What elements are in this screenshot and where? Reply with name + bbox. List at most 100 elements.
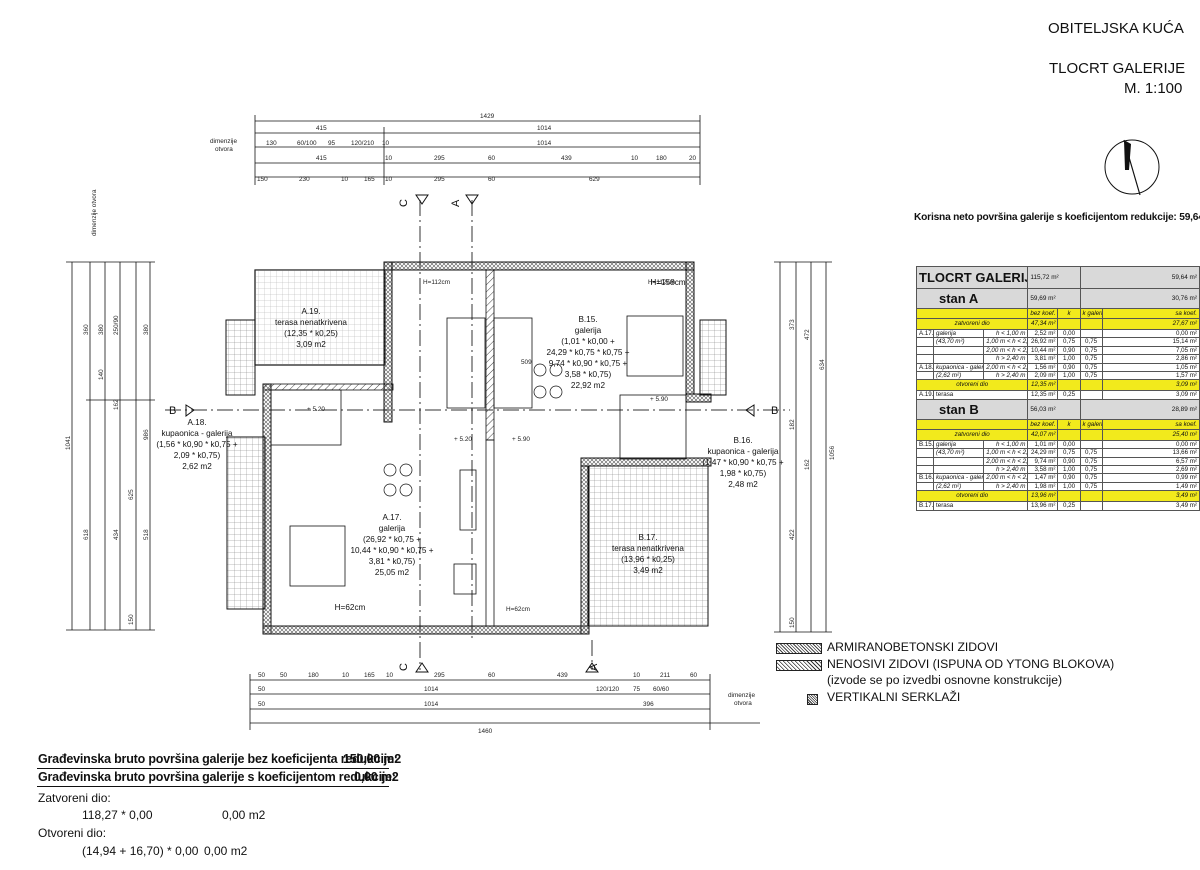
svg-text:H=112cm: H=112cm (648, 279, 675, 286)
dim-top-4b: 230 (299, 176, 310, 183)
summary-gross-coef-value: 0,00 m2 (354, 770, 399, 784)
dim-top-3c: 295 (434, 155, 445, 162)
table-cell: B.15. (915, 439, 935, 450)
legend-partition-walls: NENOSIVI ZIDOVI (ISPUNA OD YTONG BLOKOVA… (827, 657, 1115, 671)
legend-swatch-column-icon (807, 694, 818, 705)
table-cell: 1,00 (1057, 465, 1081, 475)
svg-text:+ 5.90: + 5.90 (512, 436, 530, 443)
table-row-stan-a: stan A 59,69 m² 30,76 m² (915, 288, 1200, 309)
svg-text:3,49 m2: 3,49 m2 (633, 566, 663, 575)
table-cell (915, 448, 935, 458)
table-cell: 1,05 m² (1101, 362, 1200, 373)
table-cell: 1,49 m² (1101, 481, 1200, 492)
room-b17-label: B.17. terasa nenatkrivena (13,96 * k0,25… (612, 533, 684, 575)
dim-top-2a: 130 (266, 140, 277, 147)
section-c-top: C (398, 199, 410, 207)
svg-text:B.15.: B.15. (578, 315, 597, 324)
table-cell: 10,44 m² (1027, 345, 1059, 356)
svg-text:terasa nenatkrivena: terasa nenatkrivena (612, 544, 684, 553)
table-cell: (43,70 m²) (933, 337, 985, 347)
svg-text:H=158cm: H=158cm (650, 278, 685, 287)
dim-bot-1k: 211 (660, 672, 671, 679)
table-cell: 0,75 (1079, 481, 1103, 492)
svg-text:(13,96 * k0,25): (13,96 * k0,25) (621, 555, 675, 564)
dim-left-e: 140 (98, 369, 105, 380)
table-cell: h > 2,40 m (983, 465, 1029, 475)
table-cell: 1,57 m² (1101, 371, 1200, 381)
svg-text:H=62cm: H=62cm (506, 606, 530, 613)
dim-top-2c: 95 (328, 140, 336, 147)
table-cell: kupaonica - galerija (933, 362, 985, 373)
table-cell: 0,75 (1079, 465, 1103, 475)
table-cell: 24,29 m² (1027, 448, 1059, 458)
area-table-title: Korisna neto površina galerije s koefici… (914, 212, 1200, 223)
table-cell: 0,75 (1079, 473, 1103, 483)
table-cell: 1,00 (1057, 354, 1081, 364)
table-cell: 0,75 (1057, 448, 1081, 458)
table-cell: (2,62 m²) (933, 481, 985, 492)
table-row: 2,00 m < h < 2,40 m10,44 m²0,900,757,05 … (915, 345, 1200, 356)
table-cell (915, 345, 935, 356)
dim-bot-total: 1460 (478, 728, 493, 735)
svg-text:(1,01 * k0,00 +: (1,01 * k0,00 + (561, 337, 615, 346)
north-arrow-icon (1104, 139, 1160, 196)
svg-text:kupaonica - galerija: kupaonica - galerija (161, 429, 232, 438)
table-cell: 1,00 (1057, 481, 1081, 492)
table-cell: (2,62 m²) (933, 371, 985, 381)
legend-swatch-partition-icon (776, 660, 822, 671)
table-cell (915, 354, 935, 364)
dim-left-g: 1041 (65, 435, 72, 450)
svg-text:9,74 * k0,90 * k0,75 +: 9,74 * k0,90 * k0,75 + (549, 359, 628, 368)
table-row-header: TLOCRT GALERIJE 115,72 m² 59,64 m² (915, 266, 1200, 289)
dim-top-4g: 60 (488, 176, 496, 183)
table-cell: 0,75 (1079, 371, 1103, 381)
dim-top-1b: 1014 (537, 125, 552, 132)
dim-left-h: 986 (143, 429, 150, 440)
dim-left-m: 150 (128, 614, 135, 625)
room-a19-label: A.19. terasa nenatkrivena (12,35 * k0,25… (275, 307, 347, 349)
svg-text:H=62cm: H=62cm (335, 603, 366, 612)
room-b16-label: B.16. kupaonica - galerija (1,47 * k0,90… (702, 436, 783, 489)
dim-bot-3a: 50 (258, 701, 266, 708)
dim-bot-3c: 396 (643, 701, 654, 708)
table-cell: 26,92 m² (1027, 337, 1059, 347)
room-misc-labels: H=112cm H=112cm H=62cm + 5.20 + 5.90 + 5… (307, 279, 675, 613)
dim-top-3a: 415 (316, 155, 327, 162)
svg-text:+ 5.90: + 5.90 (650, 396, 668, 403)
table-row-b-zatvoreni: zatvoreni dio 42,07 m² 25,40 m² (915, 428, 1200, 441)
dim-left-k: 434 (113, 529, 120, 540)
table-row: 2,00 m < h < 2,40 m9,74 m²0,900,756,57 m… (915, 456, 1200, 467)
table-cell (1079, 439, 1103, 450)
table-row-stan-b: stan B 56,03 m² 28,89 m² (915, 398, 1200, 420)
legend-swatch-concrete-icon (776, 643, 822, 654)
table-row-b-terasa: B.17. terasa 13,96 m² 0,25 3,49 m² (915, 501, 1200, 511)
dim-bot-2e: 60/60 (653, 686, 669, 693)
legend-partition-note: (izvode se po izvedbi osnovne konstrukci… (827, 673, 1063, 687)
dim-top-4h: 629 (589, 176, 600, 183)
table-cell: 6,57 m² (1101, 456, 1200, 467)
summary-open-label: Otvoreni dio: (38, 826, 107, 840)
dim-top-2d: 120/210 (351, 140, 375, 147)
table-cell: 2,09 m² (1027, 371, 1059, 381)
dim-right-c: 634 (819, 359, 826, 370)
table-cell: galerija (933, 328, 985, 339)
table-cell (933, 345, 985, 356)
top-dimension-lines (254, 115, 701, 185)
plan-scale: M. 1:100 (1124, 80, 1183, 97)
dim-bot-2d: 75 (633, 686, 641, 693)
table-cell: 0,75 (1079, 337, 1103, 347)
table-cell: 0,99 m² (1101, 473, 1200, 483)
dim-bot-2c: 120/120 (596, 686, 620, 693)
legend-concrete-walls: ARMIRANOBETONSKI ZIDOVI (827, 640, 999, 654)
table-cell: 0,75 (1079, 354, 1103, 364)
svg-text:(12,35 * k0,25): (12,35 * k0,25) (284, 329, 338, 338)
dim-top-1a: 415 (316, 125, 327, 132)
svg-text:3,09 m2: 3,09 m2 (296, 340, 326, 349)
dim-top-3h: 20 (689, 155, 697, 162)
